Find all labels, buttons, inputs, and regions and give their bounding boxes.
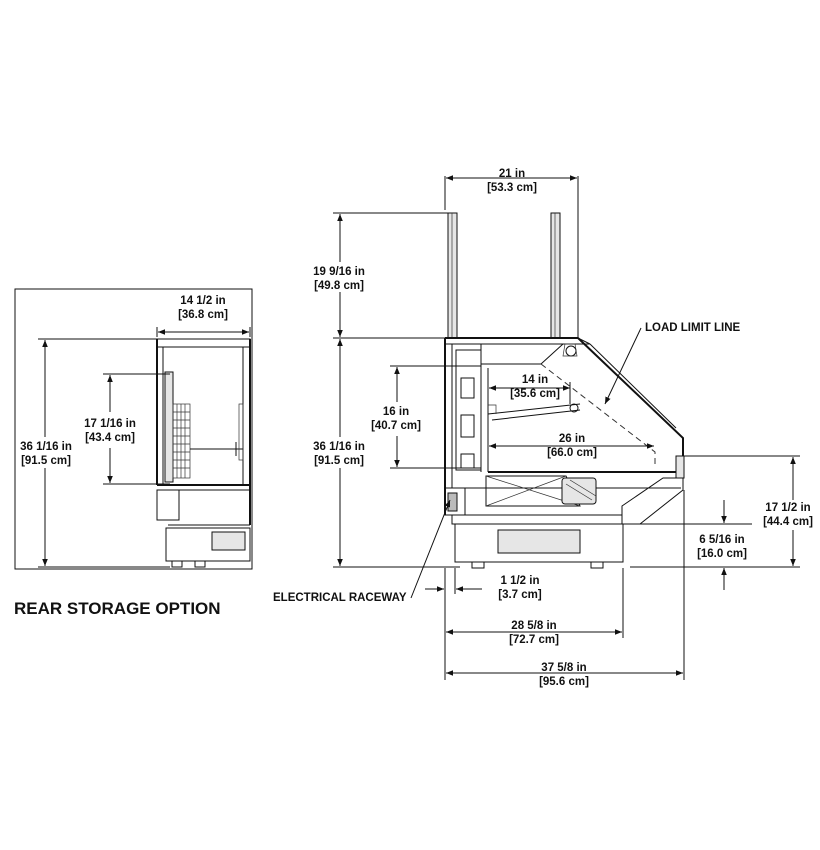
top-width-imp: 21 in [499,168,525,180]
front-bumper [621,477,684,525]
deck-depth-imp: 26 in [559,433,585,445]
base-depth-imp: 28 5/8 in [511,620,556,632]
rear-storage-title: REAR STORAGE OPTION [14,599,221,618]
rear-view-frame [14,288,253,570]
top-height-imp: 19 9/16 in [313,266,365,278]
evaporator-coil [485,475,597,507]
inner-height-imp: 16 in [383,406,409,418]
front-height-met: [44.4 cm] [763,516,813,528]
rear-cabinet-top [156,338,251,348]
case-height-met: [91.5 cm] [314,455,364,467]
base-depth-met: [72.7 cm] [509,634,559,646]
case-section-view: 21 in [53.3 cm] 19 9/16 in [49.8 cm] 36 … [273,168,813,688]
rear-kickplate [156,489,180,521]
base-height-met: [16.0 cm] [697,548,747,560]
raceway-width-met: [3.7 cm] [498,589,542,601]
rear-storage-view: 14 1/2 in [36.8 cm] 17 1/16 in [43.4 cm]… [14,288,253,618]
rear-width-met: [36.8 cm] [178,309,228,321]
inner-height-met: [40.7 cm] [371,420,421,432]
base-height-imp: 6 5/16 in [699,534,744,546]
case-base [454,523,624,563]
raceway-callout: ELECTRICAL RACEWAY [273,592,407,604]
rear-base [165,527,251,562]
rear-door-panel [164,371,174,483]
rear-grille-rack [172,403,191,479]
raceway-width-imp: 1 1/2 in [501,575,540,587]
deck-depth-met: [66.0 cm] [547,447,597,459]
rear-wall-panel [455,349,482,471]
overall-depth-imp: 37 5/8 in [541,662,586,674]
shelf-depth-imp: 14 in [522,374,548,386]
top-riser [447,212,561,339]
overall-depth-met: [95.6 cm] [539,676,589,688]
rear-height-imp: 36 1/16 in [20,441,72,453]
rear-base-grille [211,531,246,551]
rear-height-met: [91.5 cm] [21,455,71,467]
front-height-imp: 17 1/2 in [765,502,810,514]
base-grille [497,529,581,554]
top-height-met: [49.8 cm] [314,280,364,292]
rear-width-imp: 14 1/2 in [180,295,225,307]
display-shelf [487,403,581,421]
shelf-depth-met: [35.6 cm] [510,388,560,400]
rear-inner-met: [43.4 cm] [85,432,135,444]
load-limit-line [540,363,656,466]
load-limit-callout: LOAD LIMIT LINE [645,322,741,334]
case-height-imp: 36 1/16 in [313,441,365,453]
rear-inner-imp: 17 1/16 in [84,418,136,430]
top-width-met: [53.3 cm] [487,182,537,194]
